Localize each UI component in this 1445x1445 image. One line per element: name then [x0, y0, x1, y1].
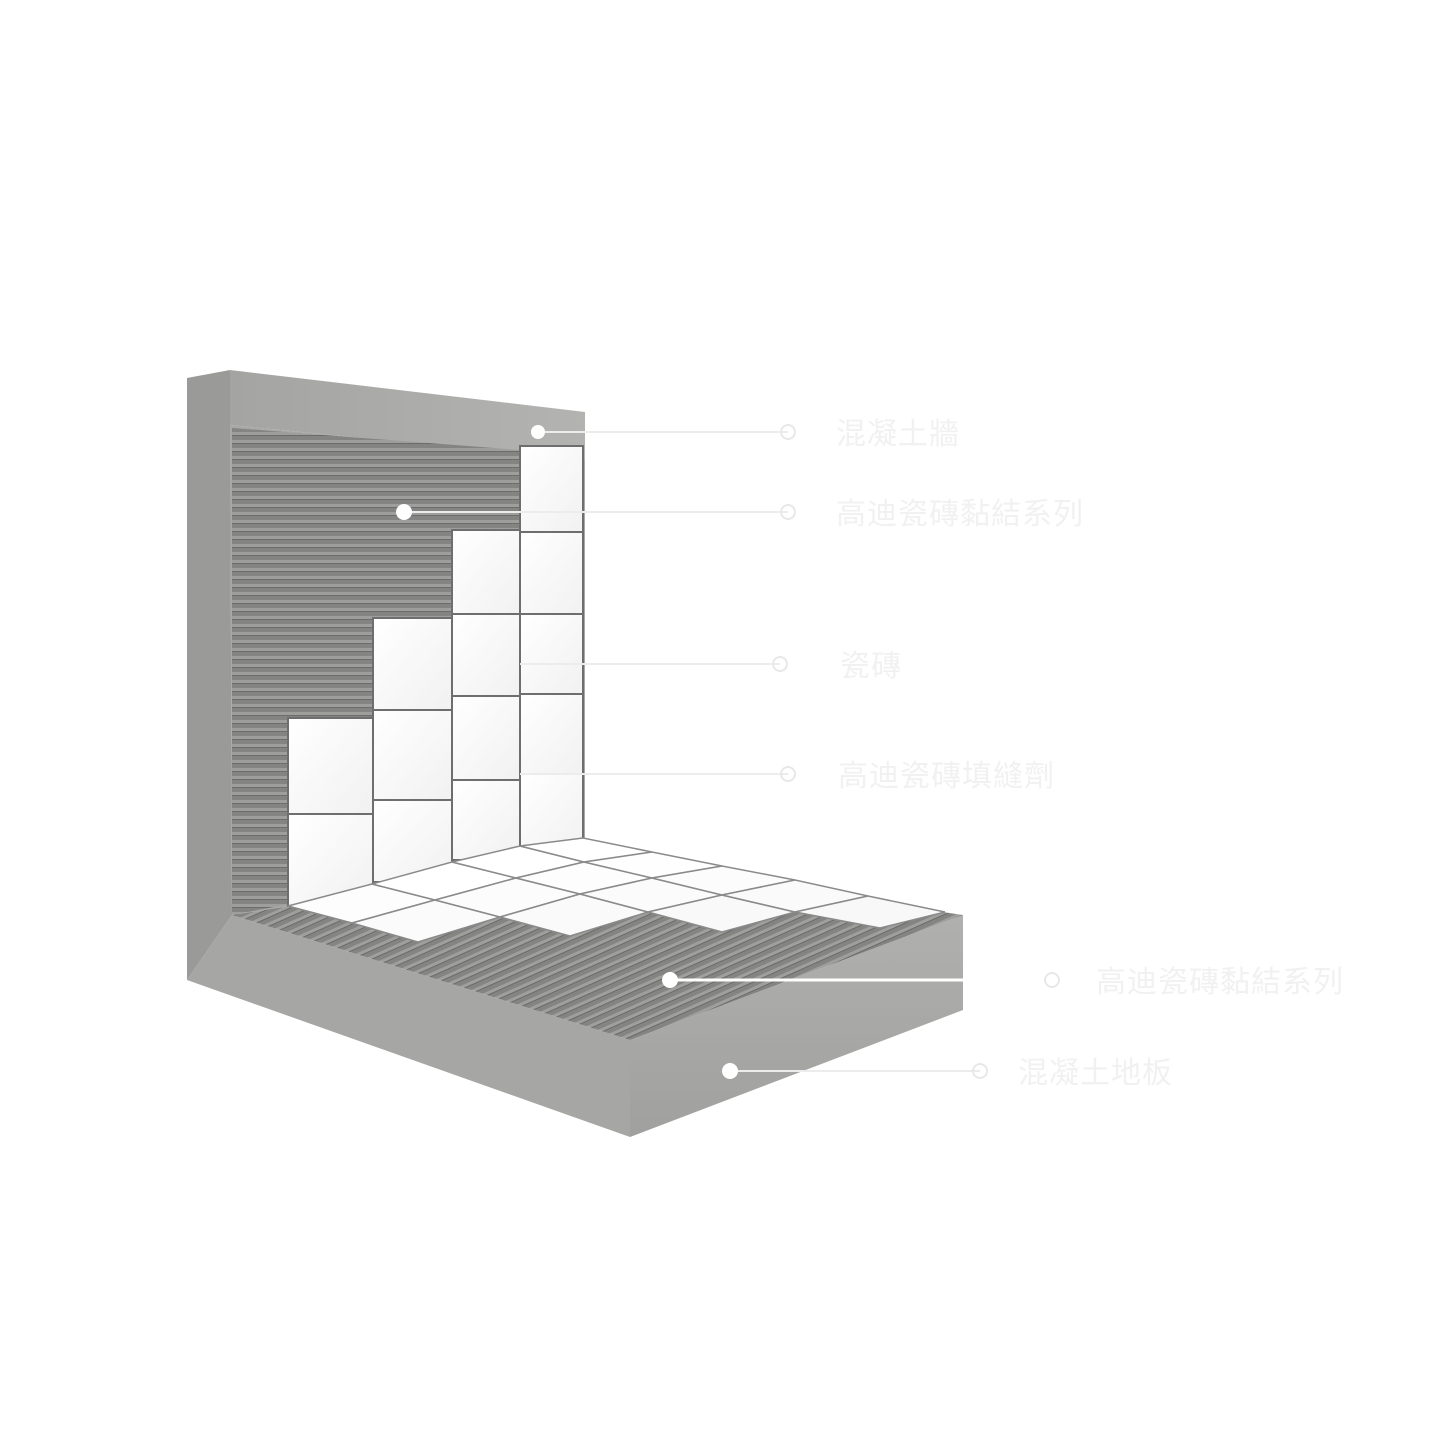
tile — [519, 445, 584, 533]
tile — [794, 895, 946, 929]
marker-ring — [972, 1063, 988, 1079]
marker-dot — [662, 972, 678, 988]
marker-dot — [722, 1063, 738, 1079]
tile — [372, 617, 453, 711]
label-tile: 瓷磚 — [840, 649, 902, 684]
marker-ring — [780, 766, 796, 782]
tile — [372, 709, 453, 801]
tile — [451, 613, 521, 697]
label-concrete-floor: 混凝土地板 — [1018, 1056, 1173, 1091]
floor-tiles — [285, 837, 946, 943]
wall-left-face — [187, 370, 232, 980]
marker-dot — [531, 425, 545, 439]
marker-dot — [396, 504, 412, 520]
label-grout: 高迪瓷磚填縫劑 — [838, 759, 1055, 794]
wall-front-face — [230, 370, 585, 460]
tile — [451, 529, 521, 615]
tile — [519, 693, 584, 775]
tile — [519, 613, 584, 695]
tile — [519, 531, 584, 615]
marker-ring — [780, 504, 796, 520]
floor-right-face — [630, 915, 963, 1137]
tile — [287, 717, 374, 815]
marker-ring — [1044, 972, 1060, 988]
leader-markers — [396, 424, 1060, 1079]
floor-front-face — [187, 915, 630, 1137]
leader-lines — [404, 431, 1052, 1072]
marker-ring — [780, 424, 796, 440]
label-concrete-wall: 混凝土牆 — [836, 417, 960, 452]
tile — [451, 695, 521, 781]
labels: 混凝土牆 高迪瓷磚黏結系列 瓷磚 高迪瓷磚填縫劑 高迪瓷磚黏結系列 混凝土地板 — [836, 417, 1344, 1091]
label-floor-adhesive: 高迪瓷磚黏結系列 — [1096, 965, 1344, 1000]
label-wall-adhesive: 高迪瓷磚黏結系列 — [836, 497, 1084, 532]
wall-tiles — [287, 445, 584, 907]
marker-ring — [772, 656, 788, 672]
